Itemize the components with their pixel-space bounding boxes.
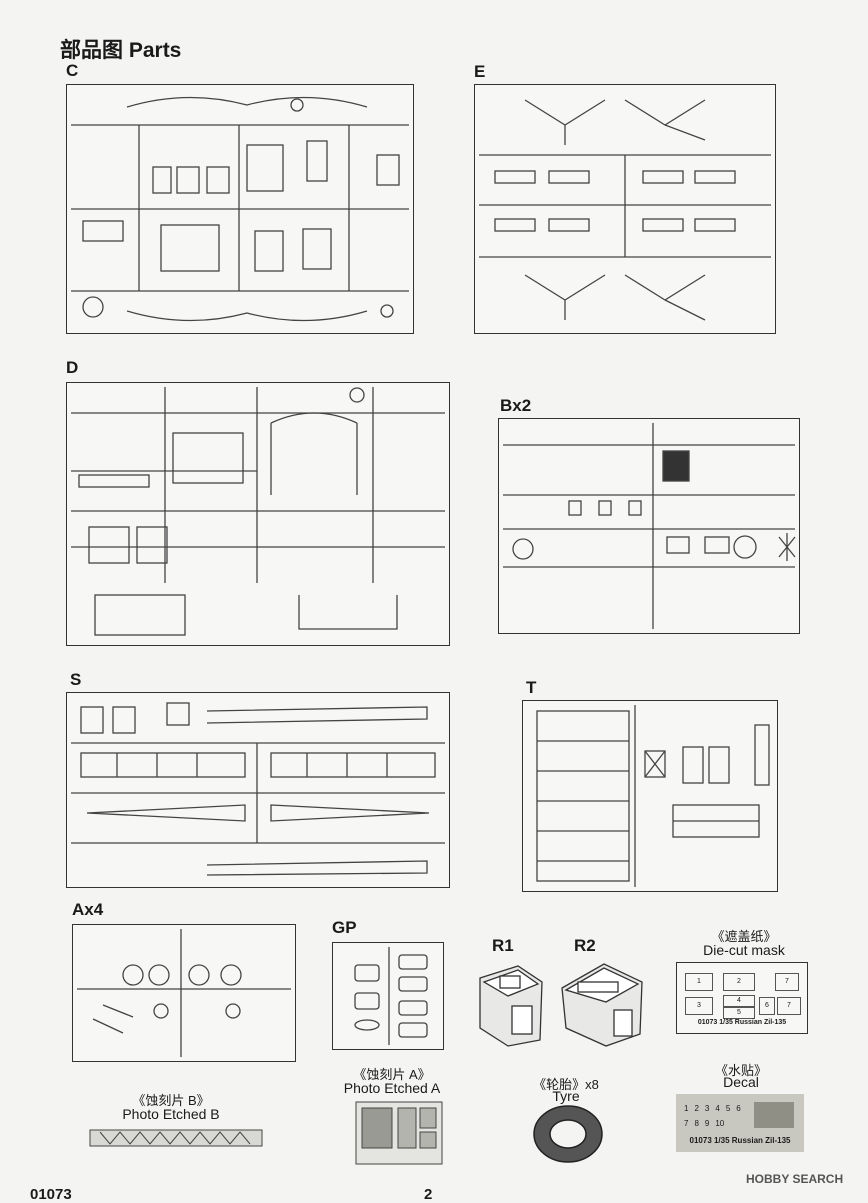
sprue-d-label: D xyxy=(66,358,79,377)
sprue-gp-drawing xyxy=(354,947,428,1045)
sprue-t-drawing xyxy=(536,705,770,887)
sprue-c-drawing xyxy=(71,96,409,322)
mask-title-en: Die-cut mask xyxy=(703,942,785,958)
decal-num-7: 7 xyxy=(684,1119,689,1128)
product-code: 01073 xyxy=(30,1186,72,1203)
pe-b-fret xyxy=(89,1129,263,1147)
sprue-gp-frame xyxy=(332,942,444,1050)
decal-num-9: 9 xyxy=(704,1119,710,1128)
sprue-c-label: C xyxy=(66,61,79,80)
r2-label: R2 xyxy=(574,936,596,955)
mask-sheet: 1 2 7 3 4 5 6 7 01073 1/35 Russian Zil-1… xyxy=(676,962,808,1034)
pe-a-title-cn: 《蚀刻片 A》 xyxy=(353,1067,431,1082)
sprue-d-frame xyxy=(66,382,450,646)
sprue-e-drawing xyxy=(479,99,771,321)
mask-part-5: 5 xyxy=(723,1007,755,1019)
sprue-b-label: Bx2 xyxy=(500,396,532,415)
mask-title-cn: 《遮盖纸》 xyxy=(711,929,777,944)
pe-a-fret xyxy=(355,1101,443,1165)
mask-part-7b: 7 xyxy=(777,997,801,1015)
sprue-s-drawing xyxy=(71,702,445,876)
decal-num-8: 8 xyxy=(694,1119,699,1128)
sprue-c-frame xyxy=(66,84,414,334)
pe-b-title-en: Photo Etched B xyxy=(122,1106,220,1122)
cab-r2-drawing xyxy=(561,963,643,1047)
mask-part-7a: 7 xyxy=(775,973,799,991)
watermark: HOBBY SEARCH xyxy=(746,1172,844,1186)
sprue-e-label: E xyxy=(474,62,486,81)
page-title: 部品图 Parts xyxy=(60,39,182,62)
decal-num-2: 2 xyxy=(694,1104,699,1113)
cab-r1-drawing xyxy=(479,965,543,1047)
decal-title-cn: 《水贴》 xyxy=(714,1063,767,1078)
decal-marking-block xyxy=(754,1102,794,1128)
decal-num-10: 10 xyxy=(715,1119,725,1128)
mask-caption: 01073 1/35 Russian Zil-135 xyxy=(697,1019,787,1026)
decal-num-6: 6 xyxy=(736,1104,741,1113)
sprue-a-label: Ax4 xyxy=(72,900,104,919)
decal-title-en: Decal xyxy=(723,1074,759,1090)
mask-part-6: 6 xyxy=(759,997,775,1015)
sprue-d-drawing xyxy=(71,387,445,636)
decal-num-1: 1 xyxy=(684,1104,689,1113)
tyre-title-en: Tyre xyxy=(552,1088,580,1104)
r1-label: R1 xyxy=(492,936,514,955)
sprue-t-frame xyxy=(522,700,778,892)
tyre-title-cn: 《轮胎》x8 xyxy=(533,1077,599,1092)
mask-part-3: 3 xyxy=(685,997,713,1015)
sprue-gp-label: GP xyxy=(332,918,357,937)
page-number: 2 xyxy=(424,1186,433,1203)
sprue-b-frame xyxy=(498,418,800,634)
decal-number-row: 1 2 3 4 5 6 7 8 9 10 xyxy=(684,1104,748,1128)
decal-caption: 01073 1/35 Russian Zil-135 xyxy=(689,1136,791,1145)
sprue-e-frame xyxy=(474,84,776,334)
sprue-b-drawing xyxy=(503,423,796,629)
sprue-s-frame xyxy=(66,692,450,888)
decal-sheet: 1 2 3 4 5 6 7 8 9 10 01073 1/35 Russian … xyxy=(676,1094,804,1152)
pe-b-title-cn: 《蚀刻片 B》 xyxy=(132,1093,210,1108)
decal-num-3: 3 xyxy=(704,1104,710,1113)
tyre-drawing xyxy=(533,1105,603,1163)
mask-part-1: 1 xyxy=(685,973,713,991)
mask-part-2: 2 xyxy=(723,973,755,991)
pe-a-title-en: Photo Etched A xyxy=(343,1080,441,1096)
decal-num-4: 4 xyxy=(715,1104,720,1113)
sprue-t-label: T xyxy=(526,678,537,697)
sprue-a-frame xyxy=(72,924,296,1062)
decal-num-5: 5 xyxy=(725,1104,731,1113)
sprue-a-drawing xyxy=(77,929,291,1057)
sprue-s-label: S xyxy=(70,670,82,689)
mask-part-4: 4 xyxy=(723,995,755,1007)
